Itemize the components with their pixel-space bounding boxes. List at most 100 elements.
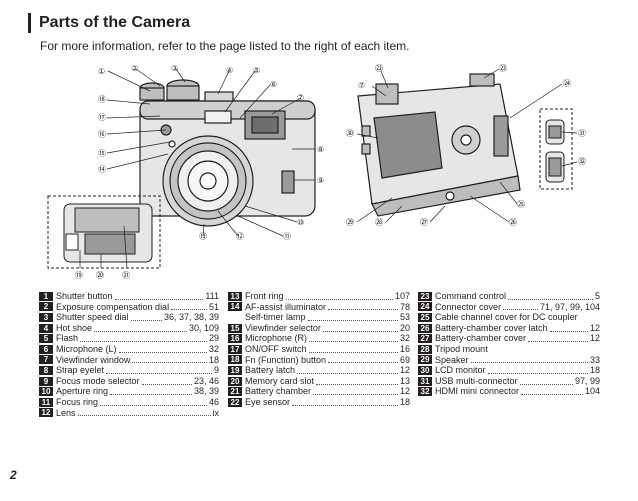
leader-dots xyxy=(322,325,398,332)
battery-inset-illustration xyxy=(47,195,161,269)
part-page: 32 xyxy=(208,343,219,354)
leader-dots xyxy=(309,335,398,343)
part-number: 6 xyxy=(39,344,53,354)
part-number: 1 xyxy=(39,291,53,301)
part-name: AF-assist illuminator xyxy=(245,301,327,312)
part-name: Hot shoe xyxy=(56,322,93,333)
part-name: LCD monitor xyxy=(435,365,486,376)
leader-dots xyxy=(549,325,588,332)
part-page: 36, 37, 38, 39 xyxy=(163,312,219,323)
callout-3: ③ xyxy=(171,64,178,73)
part-name: Aperture ring xyxy=(56,386,109,397)
leader-dots xyxy=(285,293,393,300)
part-name: Strap eyelet xyxy=(56,365,105,376)
leader-dots xyxy=(80,335,207,343)
callout-6: ⑥ xyxy=(270,80,277,89)
part-name: Flash xyxy=(56,333,79,344)
callout-7: ⑦ xyxy=(297,93,304,102)
part-number: 5 xyxy=(39,334,53,344)
part-page: 107 xyxy=(394,291,410,301)
part-number: 2 xyxy=(39,302,53,312)
part-number: 18 xyxy=(228,355,242,365)
part-name: Speaker xyxy=(435,354,469,365)
part-name: USB multi-connector xyxy=(435,375,518,386)
callout-30: ㉚ xyxy=(346,129,354,138)
part-number: 23 xyxy=(418,291,432,301)
page-title: Parts of the Camera xyxy=(39,14,191,31)
leader-dots xyxy=(521,388,583,396)
part-name: Memory card slot xyxy=(245,375,315,386)
callout-24: ㉔ xyxy=(563,79,571,88)
callout-26: ㉖ xyxy=(509,218,517,227)
part-page: 16 xyxy=(399,343,410,354)
part-number: 16 xyxy=(228,334,242,344)
callout-1: ① xyxy=(98,67,105,76)
part-name: Battery latch xyxy=(245,365,296,376)
part-page: 12 xyxy=(589,322,600,333)
leader-dots xyxy=(470,356,588,364)
callout-18: ⑱ xyxy=(98,95,106,104)
part-name: Shutter button xyxy=(56,291,113,301)
part-number: 15 xyxy=(228,323,242,333)
leader-dots xyxy=(313,388,398,396)
callout-15: ⑮ xyxy=(98,149,106,158)
part-number: 17 xyxy=(228,344,242,354)
callout-8: ⑧ xyxy=(317,145,324,154)
part-number xyxy=(228,313,242,322)
callout-19: ⑲ xyxy=(75,271,83,280)
callout-31: ㉛ xyxy=(578,129,586,138)
part-page: 71, 97, 99, 104 xyxy=(539,301,600,312)
page-number: 2 xyxy=(10,468,17,482)
part-page: ix xyxy=(212,407,220,418)
part-number: 20 xyxy=(228,376,242,386)
part-number: 3 xyxy=(39,312,53,322)
part-name: Exposure compensation dial xyxy=(56,301,170,312)
part-page: 12 xyxy=(589,333,600,344)
part-name: Battery chamber xyxy=(245,386,312,397)
part-number: 25 xyxy=(418,312,432,322)
part-number: 8 xyxy=(39,365,53,375)
leader-dots xyxy=(106,367,212,374)
connector-inset-illustration xyxy=(539,108,573,190)
leader-lines xyxy=(79,68,578,269)
camera-back-illustration xyxy=(357,73,521,217)
part-name: Battery-chamber cover xyxy=(435,333,527,344)
leader-dots xyxy=(94,325,187,332)
part-page: 29 xyxy=(208,333,219,344)
part-page: 51 xyxy=(208,301,219,312)
leader-dots xyxy=(519,378,573,385)
section-title-bar: Parts of the Camera xyxy=(28,13,190,33)
part-number: 32 xyxy=(418,387,432,397)
callout-11: ⑪ xyxy=(283,232,291,241)
part-number: 26 xyxy=(418,323,432,333)
part-page: 32 xyxy=(399,333,410,344)
callout-14: ⑭ xyxy=(98,165,106,174)
part-number: 21 xyxy=(228,387,242,397)
callout-9: ⑨ xyxy=(317,176,324,185)
part-name: Cable channel cover for DC coupler xyxy=(435,312,578,323)
part-name: Lens xyxy=(56,407,76,418)
part-number: 24 xyxy=(418,302,432,312)
part-page: 5 xyxy=(594,291,600,301)
part-page: 18 xyxy=(399,396,410,407)
leader-dots xyxy=(77,409,211,417)
part-number: 9 xyxy=(39,376,53,386)
part-page: 9 xyxy=(213,365,219,376)
callout-32: ㉜ xyxy=(578,157,586,166)
